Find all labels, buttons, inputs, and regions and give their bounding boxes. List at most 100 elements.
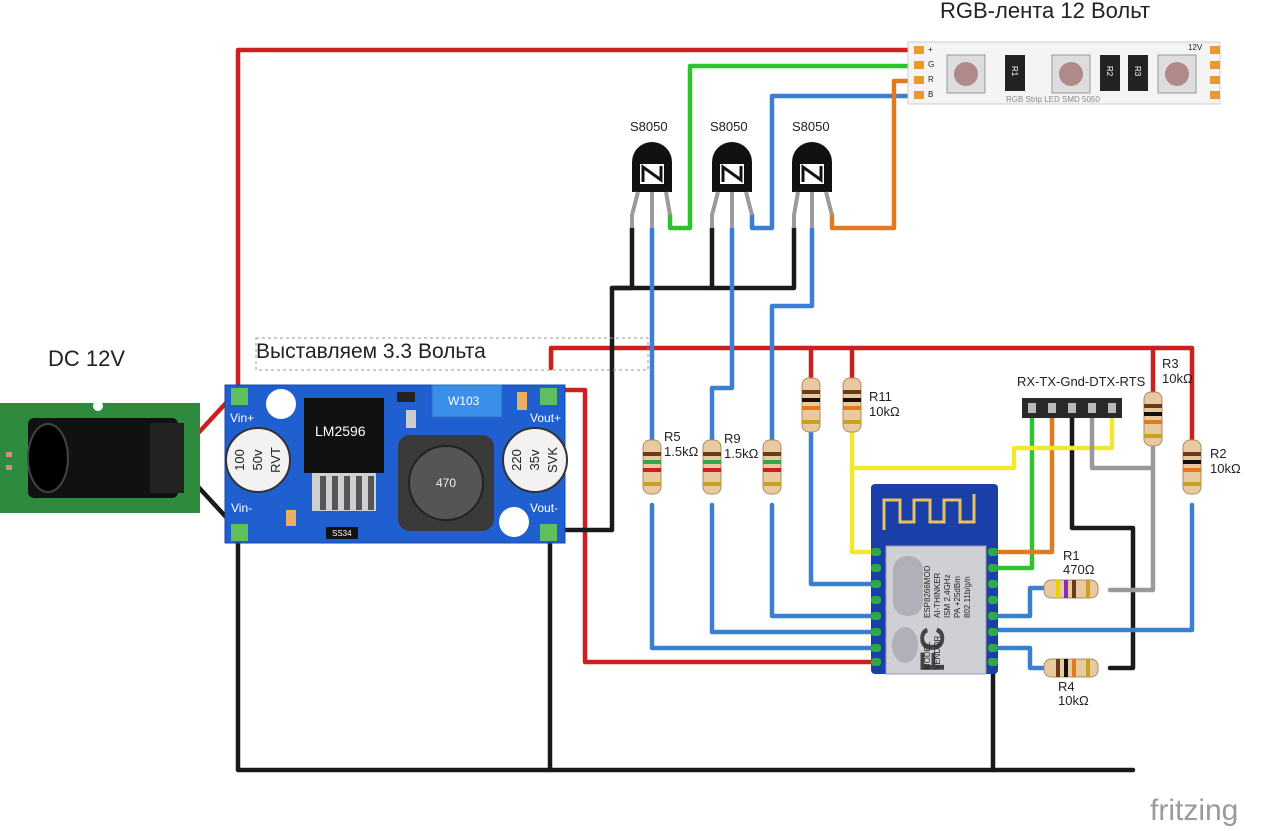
resistor-band bbox=[763, 482, 781, 486]
esp-pin-left bbox=[871, 564, 881, 572]
resistor-band bbox=[802, 390, 820, 394]
capacitor-2 bbox=[502, 427, 568, 493]
pin-vin-minus: Vin- bbox=[231, 501, 252, 515]
esp-pin-left bbox=[871, 658, 881, 666]
r9-name: R9 bbox=[724, 431, 741, 446]
wire-orange-esp bbox=[991, 405, 1055, 555]
header-label: RX-TX-Gnd-DTX-RTS bbox=[1017, 374, 1146, 389]
wire-gnd-jack bbox=[187, 475, 1136, 773]
resistor-band bbox=[763, 452, 781, 456]
esp-can bbox=[892, 627, 918, 663]
transistor-1: S8050 bbox=[630, 119, 672, 228]
transistor-2-label: S8050 bbox=[710, 119, 748, 134]
r5-value: 1.5kΩ bbox=[664, 444, 699, 459]
jack-body bbox=[28, 418, 178, 498]
resistor-band bbox=[1144, 434, 1162, 438]
power-label: DC 12V bbox=[48, 346, 125, 371]
r9-value: 1.5kΩ bbox=[724, 446, 759, 461]
r3-value: 10kΩ bbox=[1162, 371, 1193, 386]
esp-line-5: 802.11b/g/n bbox=[963, 576, 972, 618]
resistor-band bbox=[1056, 580, 1060, 598]
resistor-r2 bbox=[1182, 439, 1202, 495]
led-die bbox=[1165, 62, 1189, 86]
pad-vout-minus bbox=[540, 524, 557, 541]
esp-line-4: PA +25dBm bbox=[953, 576, 962, 618]
resistor-band bbox=[1144, 420, 1162, 424]
r4-name: R4 bbox=[1058, 679, 1075, 694]
transistor-logo-mark bbox=[721, 164, 743, 183]
wire-blue-strip bbox=[749, 93, 923, 231]
jack-hole bbox=[27, 423, 69, 493]
rgb-strip: + G R B 12V R1 R2 R3 RGB Strip LED SMD 5… bbox=[907, 41, 1221, 105]
resistor-band bbox=[802, 398, 820, 402]
transistor-3-label: S8050 bbox=[792, 119, 830, 134]
pin-vout-plus: Vout+ bbox=[530, 411, 561, 425]
wire-yellow-tx bbox=[849, 405, 1115, 471]
esp-pin-left bbox=[871, 548, 881, 556]
diode-label: SS34 bbox=[332, 529, 352, 538]
smd-part bbox=[517, 392, 527, 410]
note-box bbox=[255, 337, 649, 371]
esp-line-1: ESP8266MOD bbox=[923, 565, 932, 618]
wire-gnd-emit2 bbox=[609, 225, 797, 291]
esp-pin-left bbox=[871, 644, 881, 652]
wire-blue-r10-esp bbox=[808, 427, 879, 587]
resistor-band bbox=[703, 468, 721, 472]
r2-name: R2 bbox=[1210, 446, 1227, 461]
header-pin bbox=[1068, 403, 1076, 413]
resistor-band bbox=[643, 468, 661, 472]
strip-pad bbox=[914, 91, 924, 99]
r3-name: R3 bbox=[1162, 356, 1179, 371]
esp-pin-left bbox=[871, 628, 881, 636]
fritzing-watermark: fritzing bbox=[1150, 794, 1238, 827]
esp-pin-right bbox=[988, 612, 998, 620]
strip-resistor-2 bbox=[1100, 55, 1120, 91]
strip-caption: RGB Strip LED SMD 5050 bbox=[1006, 95, 1100, 104]
led-die bbox=[1059, 62, 1083, 86]
diode bbox=[326, 527, 358, 539]
esp-pin-right bbox=[988, 548, 998, 556]
esp8266-module: FC ESP8266MOD AI-THINKER ISM 2.4GHz PA +… bbox=[871, 484, 998, 675]
esp-vendor: VENDOR bbox=[933, 636, 942, 670]
resistor-band bbox=[1183, 452, 1201, 456]
jack-pad bbox=[6, 452, 12, 457]
resistor-band bbox=[1086, 580, 1090, 598]
header-pin bbox=[1028, 403, 1036, 413]
led-die bbox=[954, 62, 978, 86]
wire-blue-r5-esp bbox=[649, 502, 879, 651]
mount-hole bbox=[266, 389, 296, 419]
strip-title: RGB-лента 12 Вольт bbox=[940, 0, 1150, 23]
resistor-r3 bbox=[1143, 391, 1163, 447]
resistor-band bbox=[843, 406, 861, 410]
resistor-band bbox=[1183, 468, 1201, 472]
transistor-3: S8050 bbox=[792, 119, 834, 228]
resistor-band bbox=[1056, 659, 1060, 677]
cap1-line1: 100 bbox=[232, 449, 247, 471]
esp-pin-right bbox=[988, 644, 998, 652]
resistor-r4 bbox=[1043, 658, 1099, 678]
resistor-band bbox=[1072, 659, 1076, 677]
wires bbox=[187, 47, 1195, 773]
resistor-band bbox=[843, 420, 861, 424]
resistor-band bbox=[802, 420, 820, 424]
r4-value: 10kΩ bbox=[1058, 693, 1089, 708]
serial-header: RX-TX-Gnd-DTX-RTS bbox=[1017, 374, 1146, 418]
resistor-band bbox=[802, 406, 820, 410]
cap2-line3: SVK bbox=[545, 447, 560, 473]
transistor-legs bbox=[710, 191, 754, 228]
chip-leg bbox=[344, 476, 350, 510]
esp-crystal bbox=[893, 556, 923, 616]
esp-model: MODEL bbox=[923, 641, 932, 670]
jack-mount-hole bbox=[93, 401, 103, 411]
strip-pad bbox=[1210, 46, 1220, 54]
wire-green-esp bbox=[991, 405, 1035, 571]
chip-leg bbox=[356, 476, 362, 510]
cap2-line2: 35v bbox=[527, 449, 542, 470]
resistor-band bbox=[1064, 580, 1068, 598]
jack-pad bbox=[6, 465, 12, 470]
header-pin bbox=[1088, 403, 1096, 413]
strip-r1-label: R1 bbox=[1010, 66, 1019, 77]
wire-blue-r9 bbox=[709, 225, 735, 443]
wire-gnd-r4 bbox=[1069, 405, 1136, 671]
